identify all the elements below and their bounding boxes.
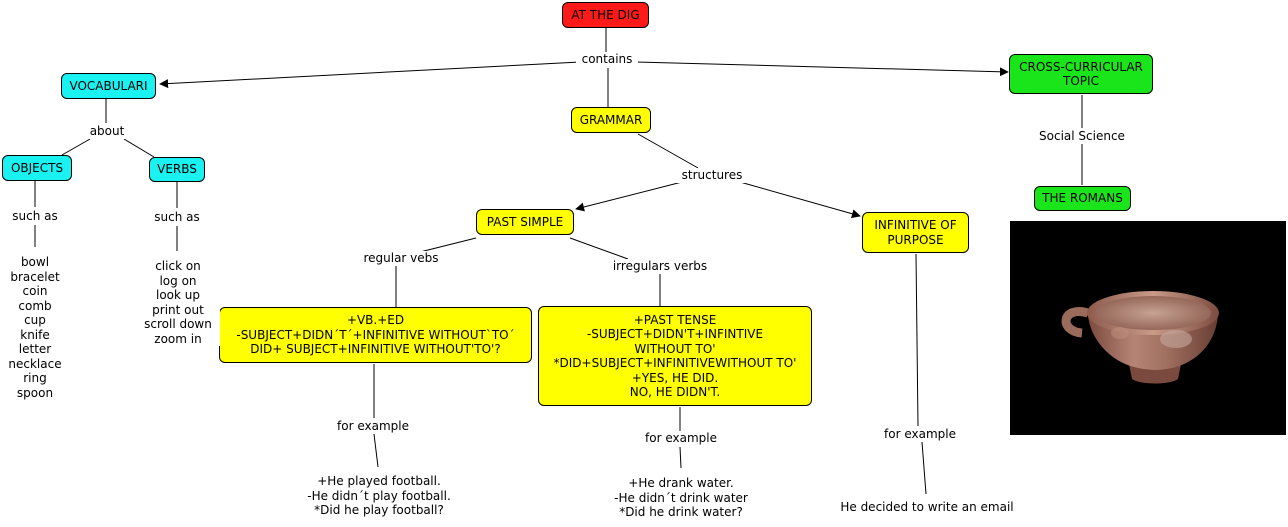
- link-label-contains: contains: [576, 52, 638, 67]
- node-cross-curricular-topic: CROSS-CURRICULAR TOPIC: [1009, 54, 1153, 94]
- link-label-irregular-verbs: irregulars verbs: [606, 259, 714, 274]
- link-label-for-example-infinitive: for example: [879, 427, 961, 442]
- link-pastsimple-regular: [419, 237, 477, 253]
- regular-examples: +He played football. -He didn´t play foo…: [294, 474, 464, 518]
- node-objects: OBJECTS: [2, 155, 72, 181]
- node-verbs: VERBS: [149, 157, 205, 182]
- verbs-list: click on log on look up print out scroll…: [136, 259, 220, 346]
- link-label-social-science: Social Science: [1034, 129, 1130, 144]
- link-label-such-as-objects: such as: [8, 209, 62, 224]
- link-label-for-example-regular: for example: [332, 419, 414, 434]
- irregular-examples: +He drank water. -He didn´t drink water …: [604, 476, 758, 520]
- node-infinitive-of-purpose: INFINITIVE OF PURPOSE: [862, 212, 969, 253]
- link-pastsimple-irregular: [569, 237, 629, 260]
- infinitive-example: He decided to write an email: [836, 500, 1018, 515]
- roman-cup-image: [1061, 291, 1219, 384]
- node-vocabulary: VOCABULARI: [61, 73, 156, 99]
- link-forexample-regularexamples: [373, 433, 379, 468]
- node-the-romans: THE ROMANS: [1034, 186, 1131, 211]
- link-contains-vocab: [159, 61, 581, 89]
- objects-list: bowl bracelet coin comb cup knife letter…: [0, 255, 70, 400]
- link-about-verbs: [123, 138, 155, 158]
- link-label-structures: structures: [676, 168, 748, 183]
- link-label-about: about: [84, 124, 130, 139]
- roman-cup-photo: [1010, 221, 1286, 435]
- node-regular-verbs-rules: +VB.+ED -SUBJECT+DIDN´T´+INFINITIVE WITH…: [219, 307, 532, 363]
- link-contains-cross: [635, 61, 1009, 77]
- link-about-objects: [61, 138, 91, 156]
- link-grammar-structures: [637, 133, 699, 169]
- link-label-for-example-irregular: for example: [640, 431, 722, 446]
- node-grammar: GRAMMAR: [571, 107, 651, 133]
- node-at-the-dig: AT THE DIG: [562, 2, 649, 28]
- node-past-simple: PAST SIMPLE: [476, 209, 574, 235]
- link-structures-pastsimple: [575, 181, 683, 212]
- link-forexample-infinitiveexample: [921, 441, 927, 495]
- link-structures-infinitive: [739, 181, 861, 219]
- node-irregular-verbs-rules: +PAST TENSE -SUBJECT+DIDN'T+INFINTIVE WI…: [538, 306, 812, 406]
- link-label-regular-verbs: regular vebs: [356, 251, 446, 266]
- link-forexample-irregularexamples: [679, 446, 682, 469]
- link-label-such-as-verbs: such as: [150, 210, 204, 225]
- link-infinitive-forexample: [915, 253, 919, 427]
